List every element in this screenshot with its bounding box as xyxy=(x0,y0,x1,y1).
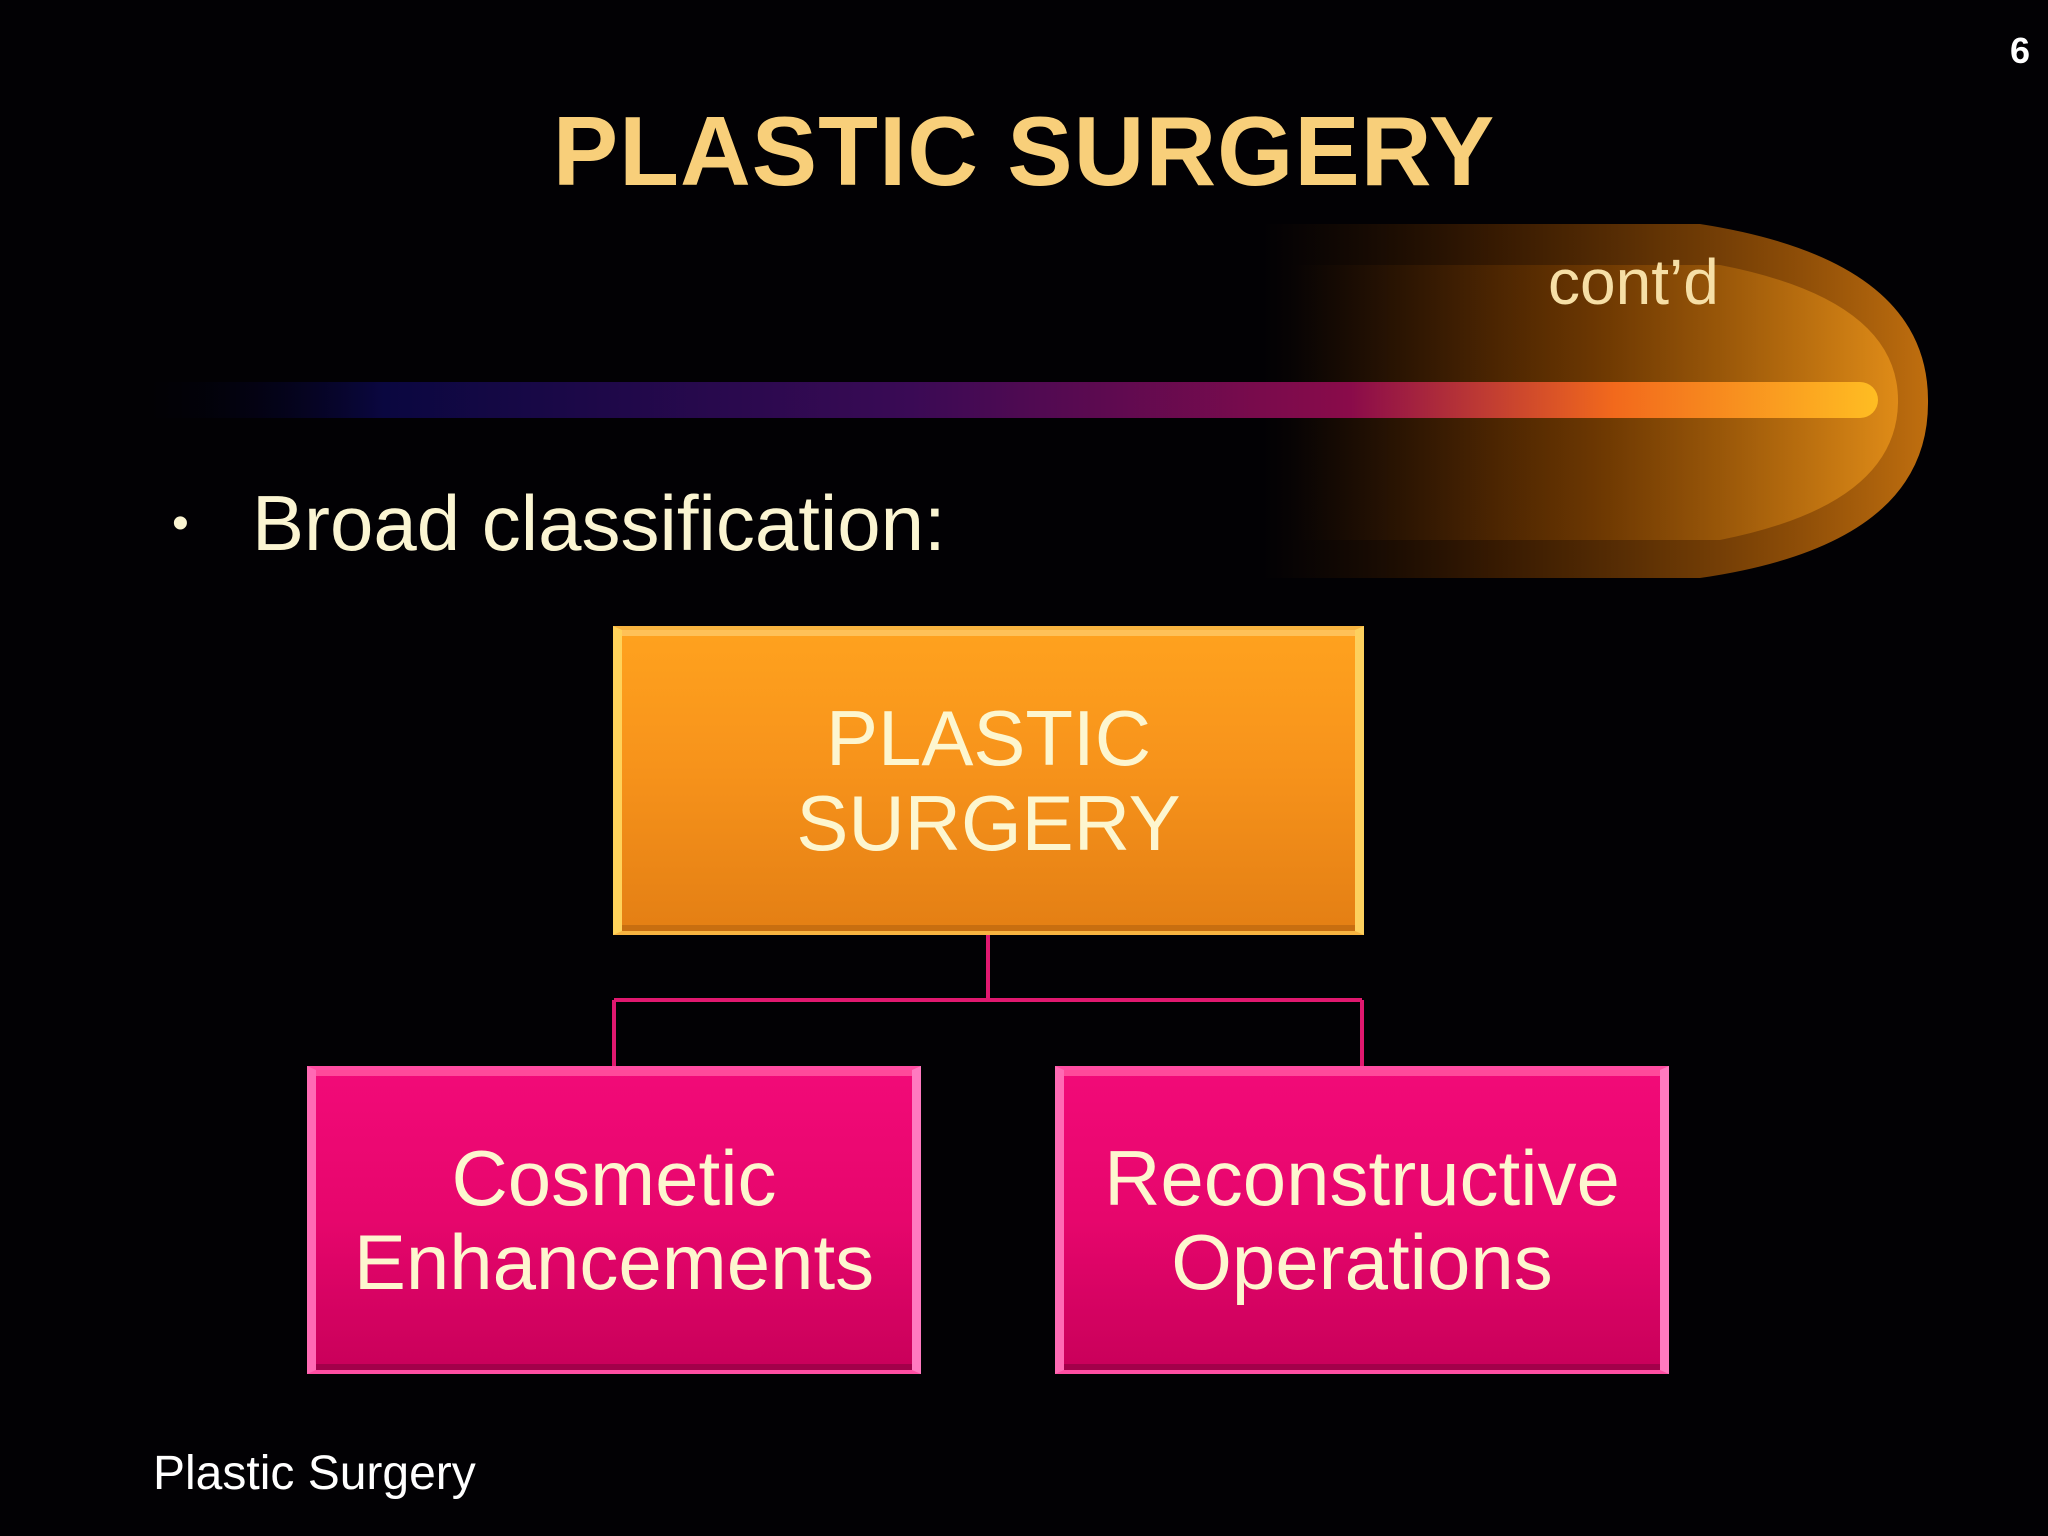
diagram-node-cosmetic: Cosmetic Enhancements xyxy=(307,1066,921,1374)
diagram-root-node: PLASTIC SURGERY xyxy=(613,626,1364,935)
bullet-dot-icon: • xyxy=(172,497,189,550)
diagram-node-reconstructive: Reconstructive Operations xyxy=(1055,1066,1669,1374)
footer-text: Plastic Surgery xyxy=(153,1447,476,1500)
slide-number: 6 xyxy=(2009,30,2030,71)
bullet-item: • Broad classification: xyxy=(172,478,946,569)
comet-streak xyxy=(120,382,1878,418)
continued-label: cont’d xyxy=(1548,246,1719,318)
bullet-text: Broad classification: xyxy=(252,479,946,567)
slide-title: PLASTIC SURGERY xyxy=(552,96,1496,206)
